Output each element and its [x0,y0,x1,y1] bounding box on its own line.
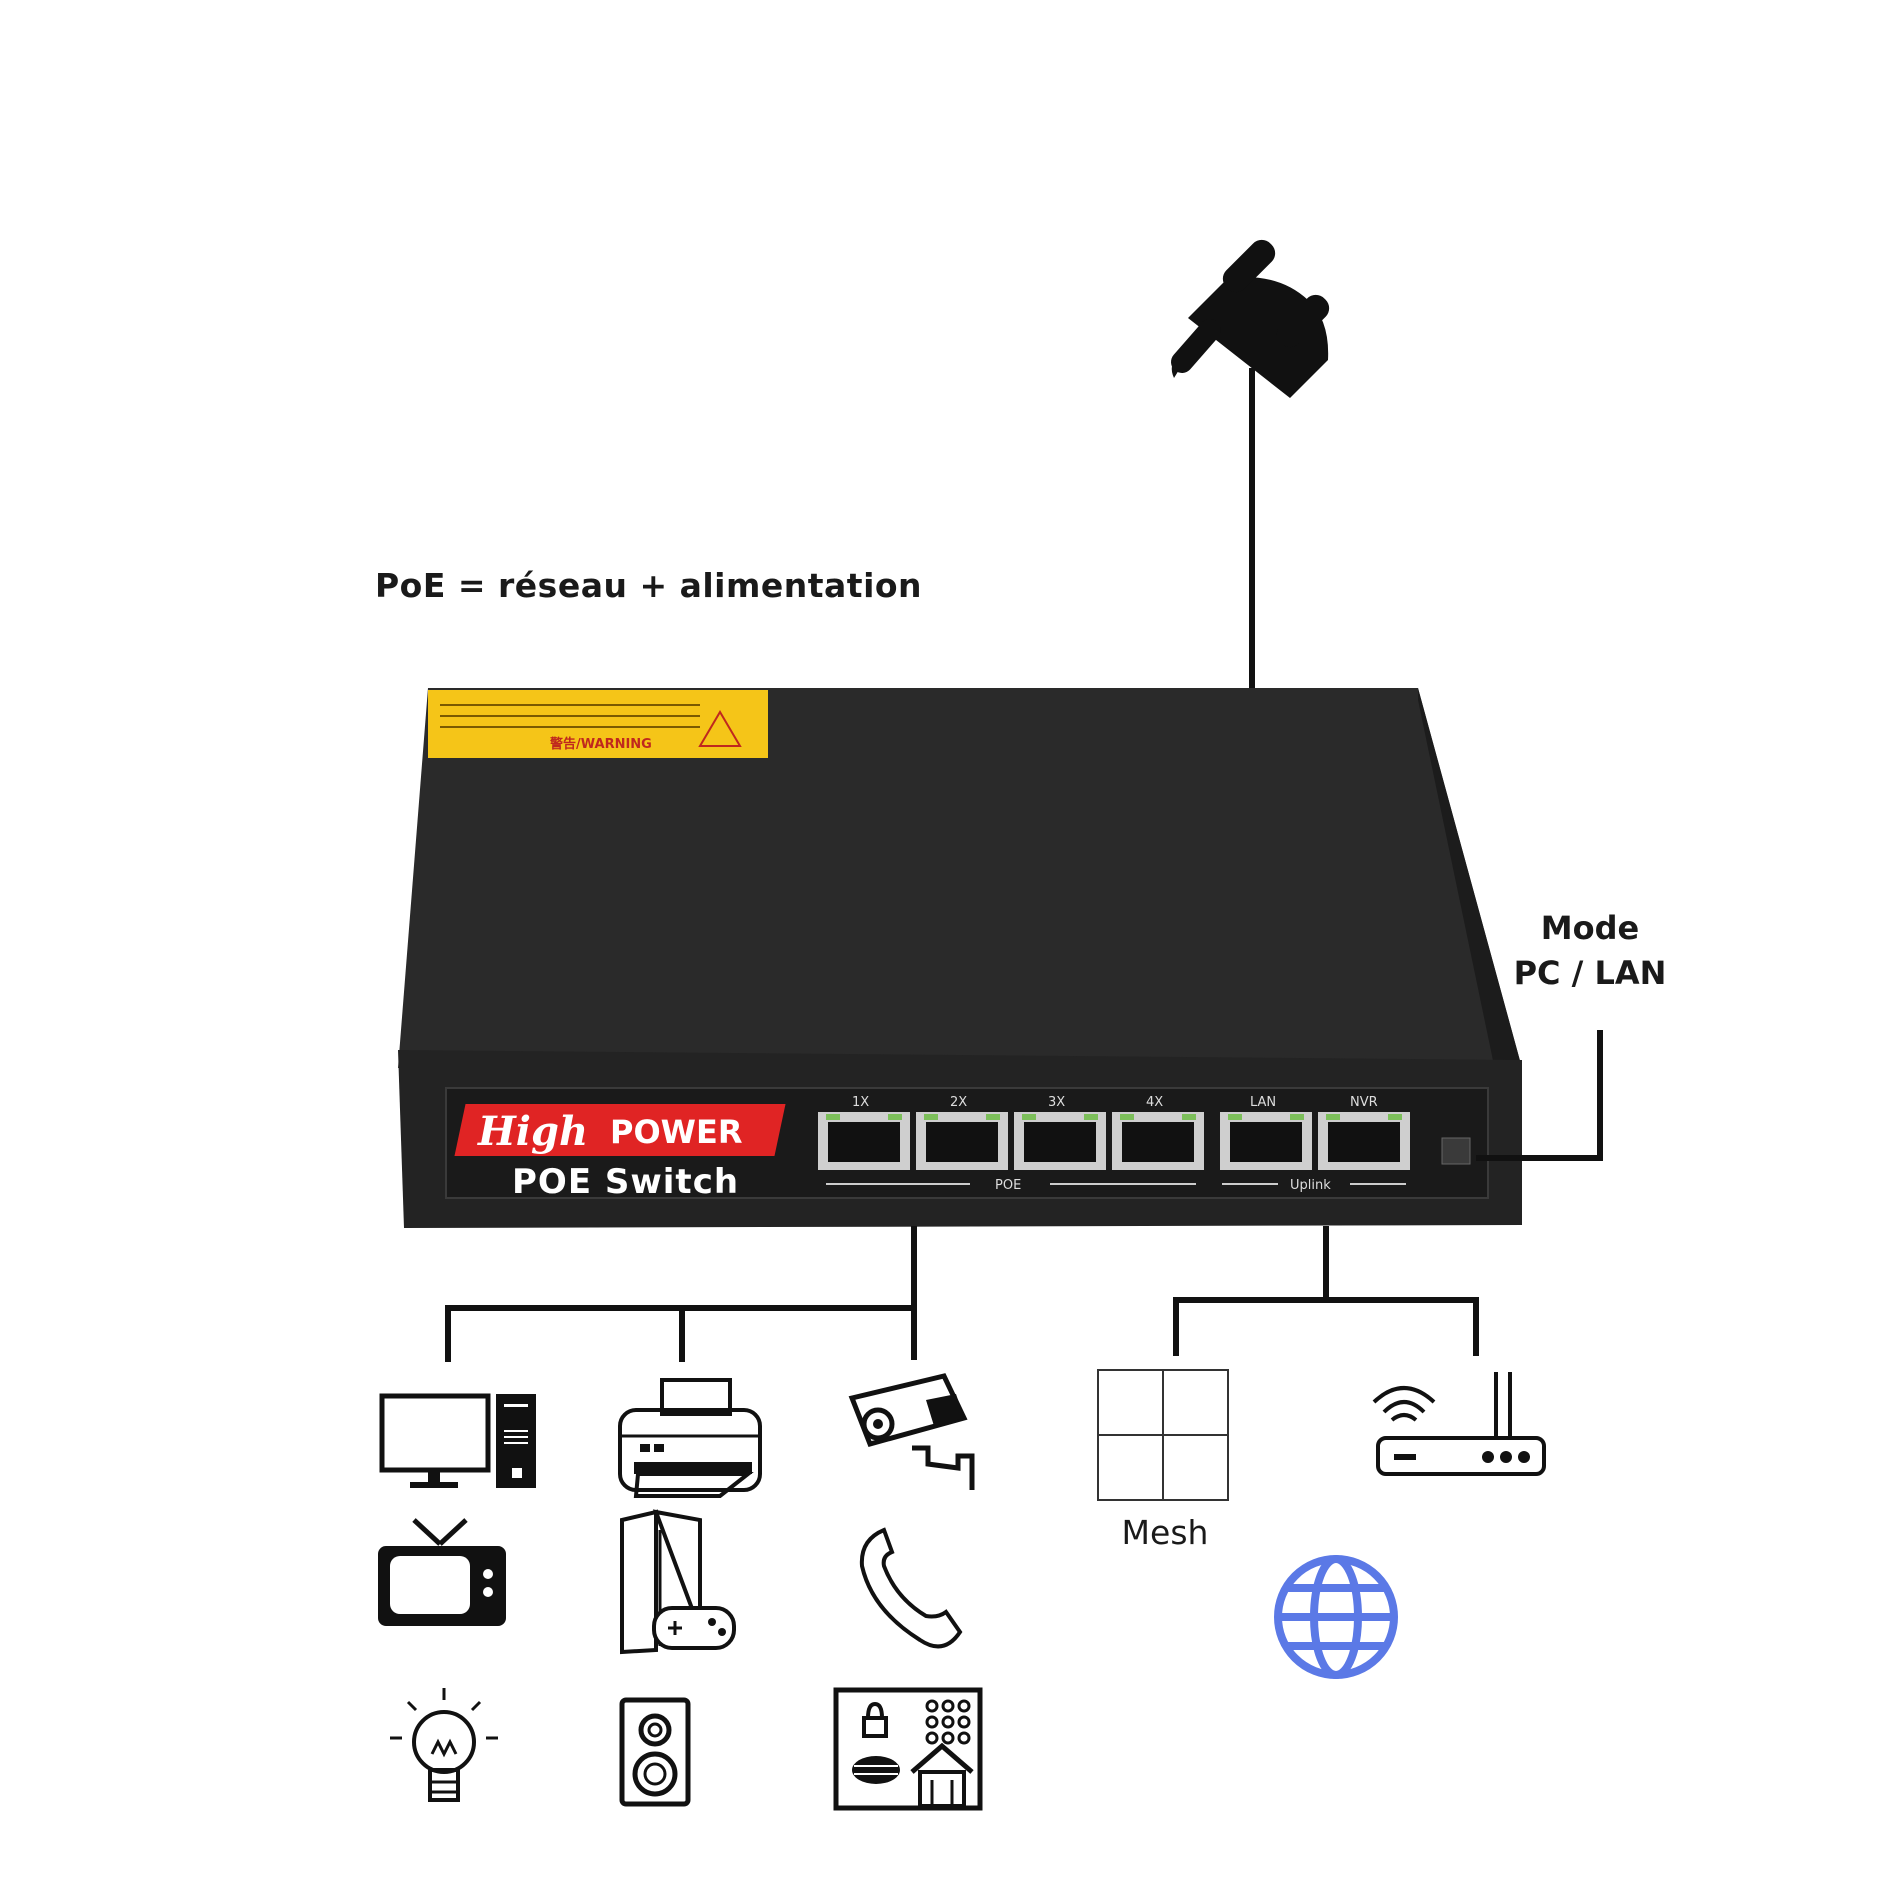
brand-high-text: High [478,1108,589,1155]
port-nvr: NVR [1318,1095,1410,1170]
port-3x: 3X [1014,1095,1106,1170]
light-bulb-icon [390,1688,498,1802]
poe-definition-caption: PoE = réseau + alimentation [375,566,923,605]
uplink-branch-lines [1173,1226,1479,1356]
speaker-icon [619,1697,691,1807]
port-2x: 2X [916,1095,1008,1170]
mesh-caption: Mesh [1121,1513,1209,1552]
port-4x: 4X [1112,1095,1204,1170]
security-camera-icon [848,1373,975,1490]
power-plug-icon [1171,239,1330,398]
mode-toggle-switch [1441,1137,1471,1165]
mesh-grid-icon [1097,1369,1229,1501]
port-1x: 1X [818,1095,910,1170]
port-label: 2X [950,1095,967,1110]
mode-caption: Mode PC / LAN [1500,906,1680,996]
printer-icon [618,1378,762,1498]
globe-icon [1274,1555,1398,1679]
desktop-computer-icon [379,1393,536,1488]
mode-caption-line2: PC / LAN [1513,954,1667,992]
mode-caption-line1: Mode [1540,909,1640,947]
port-label: 4X [1146,1095,1163,1110]
poe-branch-lines [445,1226,917,1362]
port-label: LAN [1250,1095,1276,1110]
port-lan: LAN [1220,1095,1312,1170]
brand-model-text: POE Switch [512,1162,740,1202]
television-icon [378,1518,506,1626]
wifi-router-icon [1372,1372,1546,1476]
uplink-group-label: Uplink [1290,1178,1331,1193]
game-console-icon [620,1509,736,1655]
warning-sticker: 警告/WARNING [428,690,768,758]
mode-connector-line [1476,1030,1603,1161]
switch-brand-badge: High POWER POE Switch [454,1104,790,1224]
port-label: NVR [1350,1095,1378,1110]
poe-group-label: POE [995,1178,1021,1193]
port-label: 1X [852,1095,869,1110]
brand-power-text: POWER [610,1113,743,1151]
telephone-icon [859,1527,963,1649]
port-row: 1X 2X 3X 4X LAN [818,1095,1471,1193]
access-control-panel-icon [833,1687,983,1811]
warning-label: 警告/WARNING [550,736,652,752]
port-label: 3X [1048,1095,1065,1110]
